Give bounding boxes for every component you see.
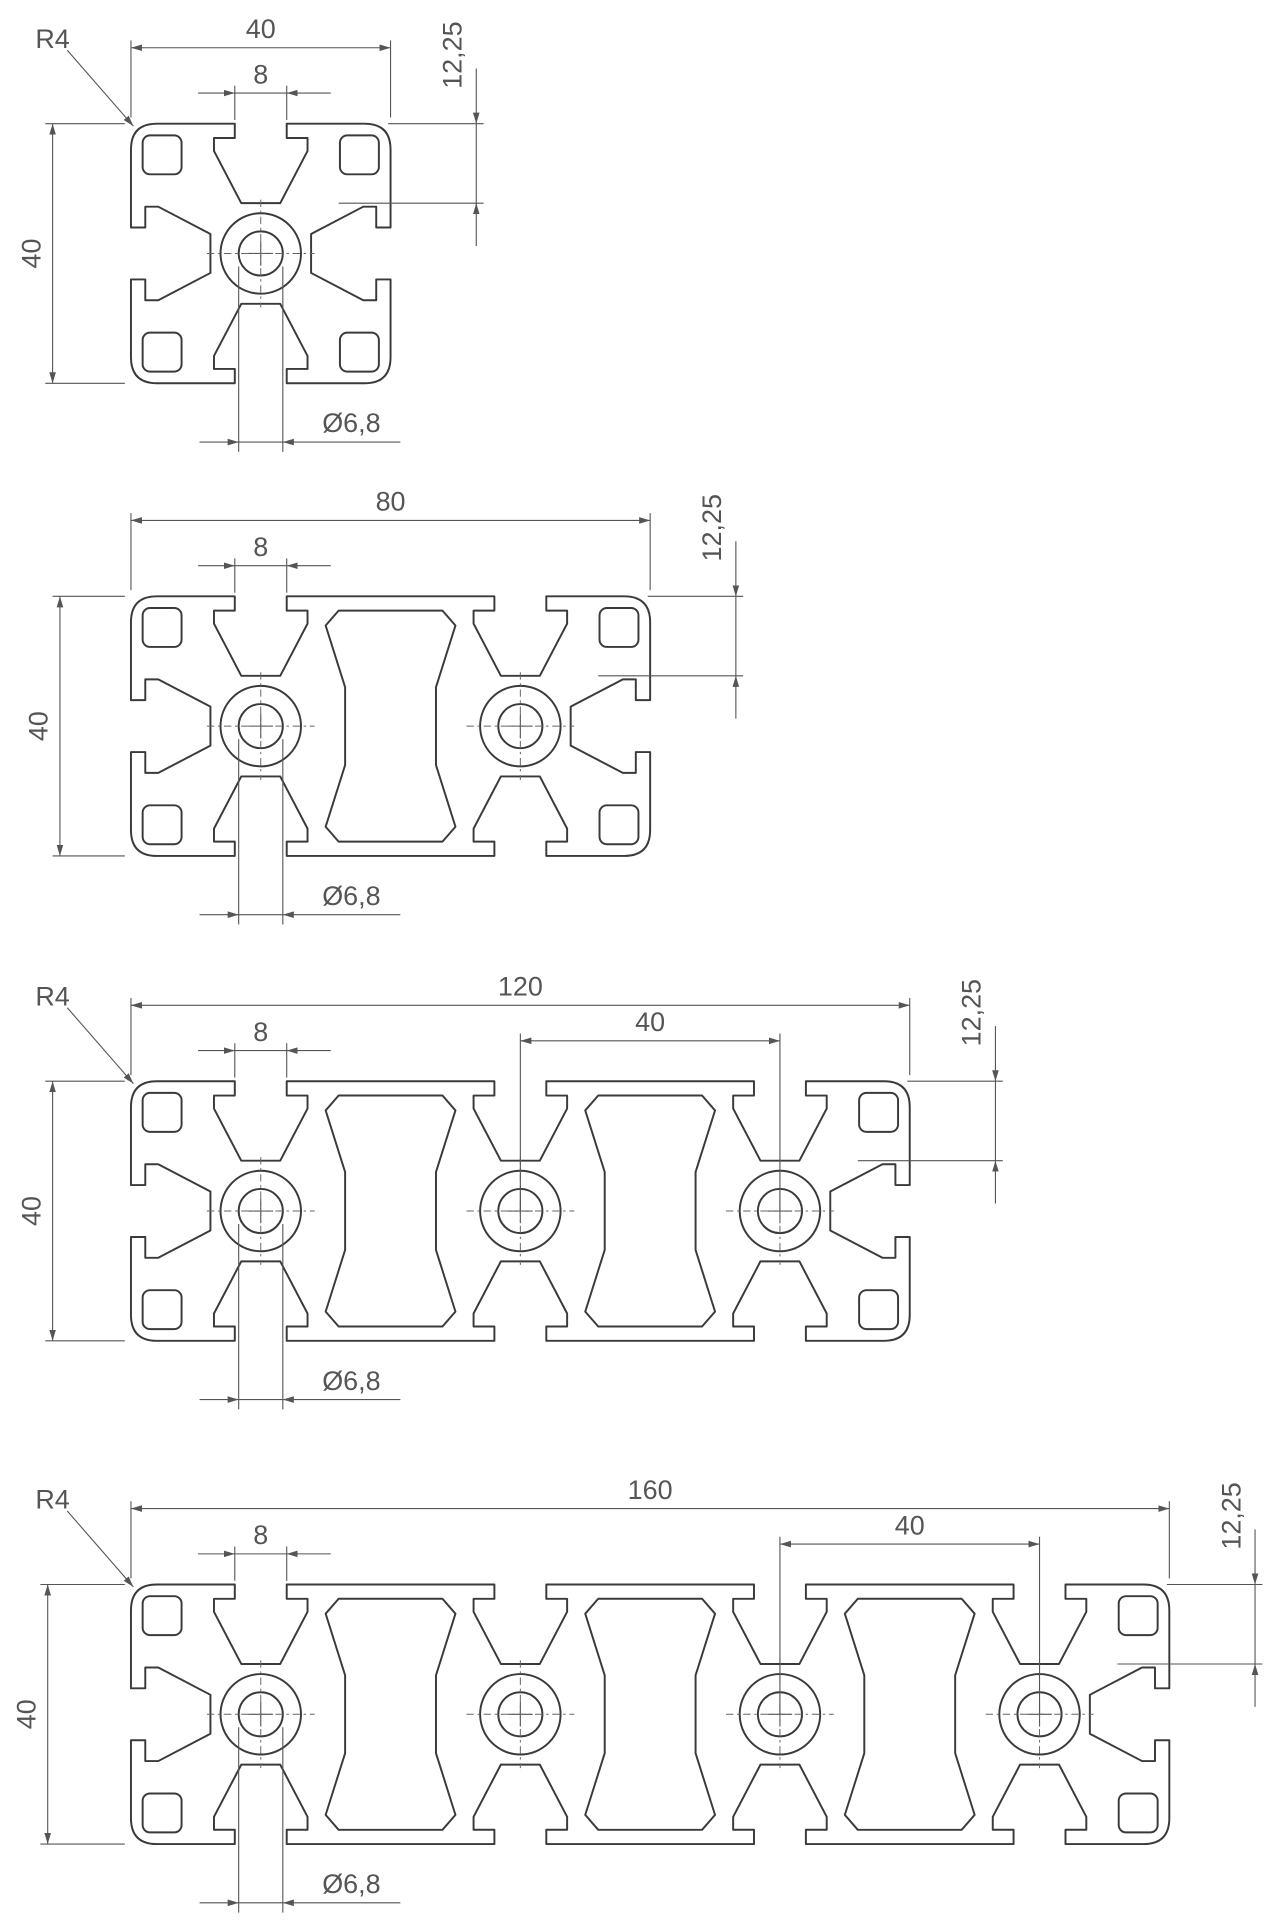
corner-pocket [141,1289,183,1331]
slot-depth-label: 12,25 [957,979,987,1046]
profile-outline [129,1080,911,1342]
corner-pocket [338,331,380,373]
height-dimension-label: 40 [16,238,46,268]
core-ring [219,212,302,295]
core-ring [479,1673,562,1756]
radius-leader-line [66,1510,134,1588]
slot-width-label: 8 [253,1520,268,1550]
height-dimension-label: 40 [11,1699,41,1729]
corner-pocket [141,331,183,373]
core-ring [479,684,562,768]
profile-outline [129,122,392,385]
core-ring [219,684,302,768]
corner-pocket [338,134,380,176]
corner-pocket [141,134,183,176]
corner-pocket [141,1595,183,1637]
corner-pocket [141,804,183,846]
slot-width-label: 8 [253,59,268,89]
bore-diameter-label: Ø6,8 [322,1366,380,1396]
slot-width-label: 8 [253,532,268,562]
center-bore [237,1187,284,1235]
slot-depth-label: 12,25 [438,21,468,88]
corner-pocket [141,1091,183,1133]
radius-leader-line [66,1007,134,1085]
hollow-cavity [843,1597,976,1831]
center-bore [237,1691,284,1738]
hollow-cavity [324,609,457,843]
height-dimension-label: 40 [24,711,54,741]
pitch-dimension-label: 40 [895,1510,925,1540]
slot-width-label: 8 [253,1017,268,1047]
slot-depth-label: 12,25 [1216,1482,1246,1549]
hollow-cavity [324,1094,457,1328]
profile-outline [129,595,652,857]
profile-outline [129,1583,1171,1846]
corner-pocket [141,607,183,648]
corner-pocket [1117,1595,1159,1637]
center-bore [497,1691,544,1738]
slot-depth-label: 12,25 [697,494,727,561]
bore-diameter-label: Ø6,8 [322,408,380,438]
corner-pocket [598,607,640,648]
corner-pocket [141,1792,183,1834]
center-bore [237,230,284,277]
height-dimension-label: 40 [16,1196,46,1226]
width-dimension-label: 120 [498,972,543,1002]
corner-radius-label: R4 [35,24,69,54]
corner-pocket [598,804,640,846]
bore-diameter-label: Ø6,8 [322,881,380,911]
core-ring [219,1673,302,1756]
core-ring [219,1169,302,1253]
radius-leader-line [66,49,134,127]
width-dimension-label: 40 [246,14,276,44]
corner-pocket [858,1091,900,1133]
hollow-cavity [584,1597,717,1831]
corner-pocket [1117,1792,1159,1834]
width-dimension-label: 80 [376,487,406,517]
pitch-dimension-label: 40 [635,1007,665,1037]
hollow-cavity [324,1597,457,1831]
center-bore [237,703,284,750]
corner-pocket [858,1289,900,1331]
hollow-cavity [584,1094,717,1328]
corner-radius-label: R4 [35,981,69,1011]
bore-diameter-label: Ø6,8 [322,1869,380,1899]
center-bore [497,703,544,750]
corner-radius-label: R4 [35,1485,69,1515]
width-dimension-label: 160 [628,1475,673,1505]
